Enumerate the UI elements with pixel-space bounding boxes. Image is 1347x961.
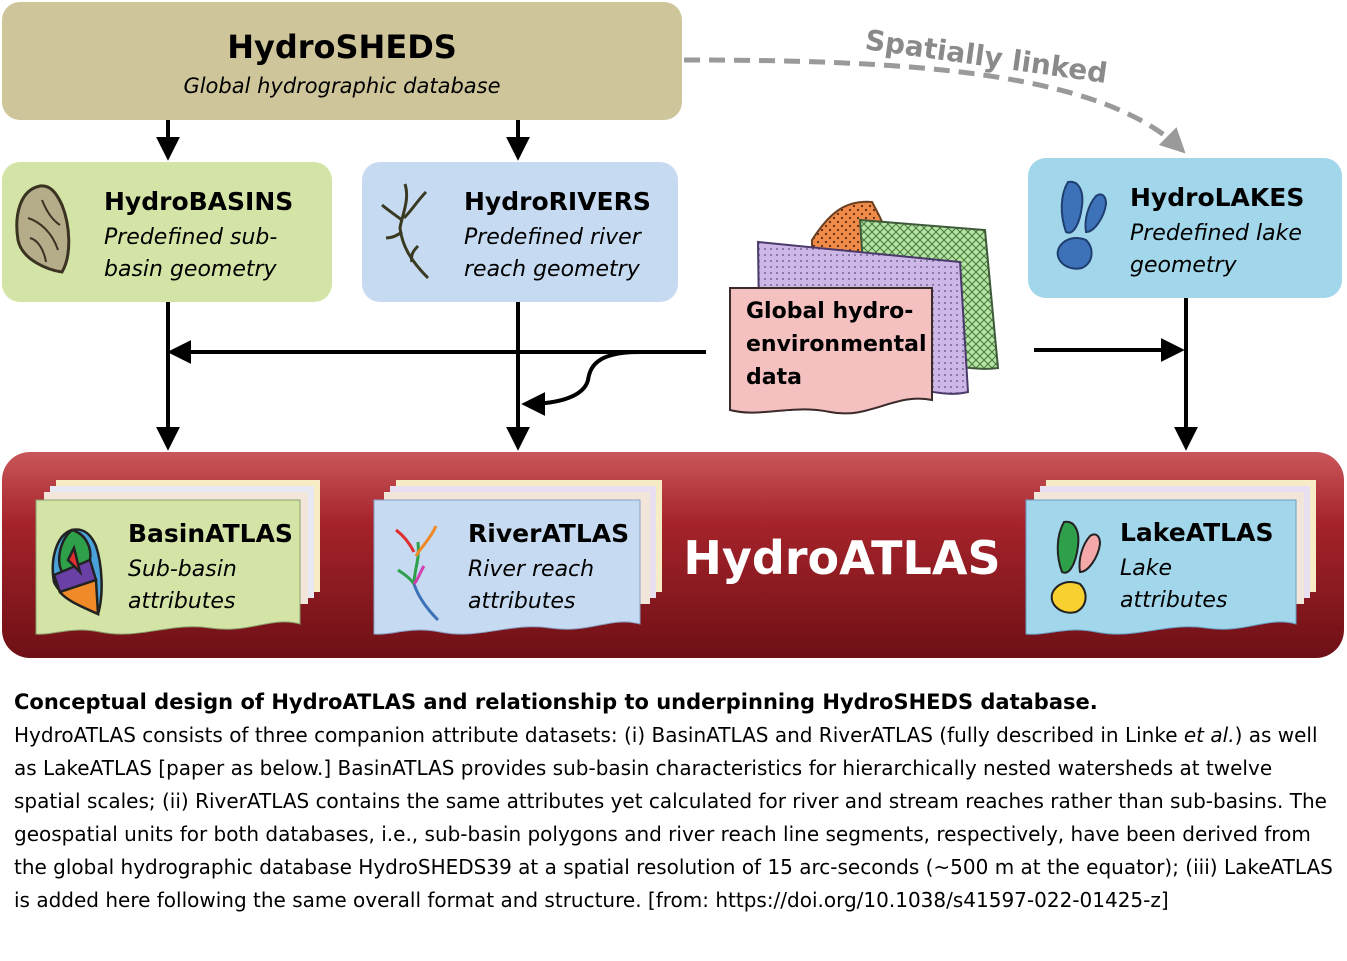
lakes-colored-icon	[1050, 520, 1102, 614]
spatially-linked-arrow	[683, 57, 1186, 154]
basinatlas-title: BasinATLAS	[128, 519, 293, 548]
lakeatlas-line2: attributes	[1120, 588, 1227, 613]
riveratlas-card: RiverATLAS River reach attributes	[373, 480, 662, 635]
lakeatlas-title: LakeATLAS	[1120, 518, 1273, 547]
hydrobasins-line1: Predefined sub-	[104, 225, 277, 250]
basinatlas-line2: attributes	[128, 589, 235, 614]
hydroatlas-title: HydroATLAS	[683, 531, 1000, 585]
hydrolakes-line1: Predefined lake	[1130, 221, 1302, 246]
riveratlas-line1: River reach	[468, 557, 594, 582]
env-data-line2: environmental	[746, 332, 927, 357]
hydrolakes-title: HydroLAKES	[1130, 183, 1304, 212]
river-network-icon	[381, 183, 430, 280]
caption-body-part1: HydroATLAS consists of three companion a…	[14, 723, 1184, 747]
caption-title: Conceptual design of HydroATLAS and rela…	[14, 690, 1098, 714]
hydrobasins-box: HydroBASINS Predefined sub- basin geomet…	[2, 162, 332, 302]
basinatlas-line1: Sub-basin	[128, 557, 237, 582]
riveratlas-title: RiverATLAS	[468, 519, 629, 548]
hydrosheds-box: HydroSHEDS Global hydrographic database	[2, 2, 682, 120]
basin-colored-icon	[51, 528, 103, 616]
arrow-env-to-rivers	[521, 350, 641, 416]
hydrosheds-title: HydroSHEDS	[227, 28, 457, 66]
caption-body-italic: et al.	[1183, 723, 1235, 747]
hydrobasins-title: HydroBASINS	[104, 187, 293, 216]
hydroatlas-diagram: HydroSHEDS Global hydrographic database …	[2, 2, 1344, 658]
spatially-linked-label: Spatially linked	[863, 23, 1109, 90]
env-data-line3: data	[746, 365, 802, 390]
lakeatlas-line1: Lake	[1120, 556, 1172, 581]
lakeatlas-card: LakeATLAS Lake attributes	[1025, 480, 1316, 635]
hydrolakes-box: HydroLAKES Predefined lake geometry	[1028, 158, 1342, 298]
figure-caption: Conceptual design of HydroATLAS and rela…	[14, 686, 1339, 917]
hydrorivers-line1: Predefined river	[464, 225, 643, 250]
riveratlas-line2: attributes	[468, 589, 575, 614]
river-colored-icon	[395, 525, 440, 622]
hydrorivers-box: HydroRIVERS Predefined river reach geome…	[362, 162, 678, 302]
basin-leaf-icon	[15, 184, 71, 274]
basinatlas-card: BasinATLAS Sub-basin attributes	[35, 480, 320, 635]
hydrorivers-title: HydroRIVERS	[464, 187, 651, 216]
hydrosheds-subtitle: Global hydrographic database	[183, 74, 500, 98]
hydrorivers-line2: reach geometry	[464, 257, 641, 282]
env-data-stack: Global hydro- environmental data	[729, 200, 1000, 415]
hydrobasins-line2: basin geometry	[104, 257, 278, 282]
hydroatlas-band: HydroATLAS	[2, 452, 1344, 658]
hydrolakes-line2: geometry	[1130, 253, 1238, 278]
caption-body: HydroATLAS consists of three companion a…	[14, 719, 1339, 917]
caption-body-part2: ) as well as LakeATLAS [paper as below.]…	[14, 723, 1333, 912]
env-data-line1: Global hydro-	[746, 299, 913, 324]
lakes-icon	[1056, 180, 1108, 270]
